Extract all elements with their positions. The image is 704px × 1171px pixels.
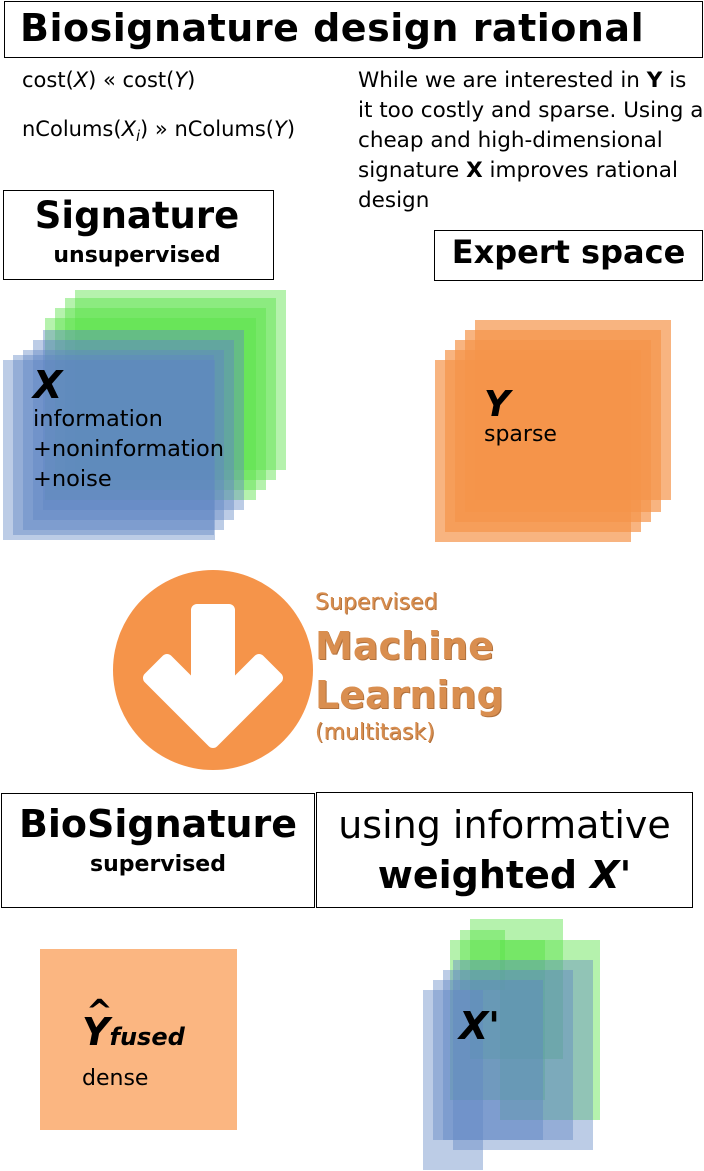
green-square <box>470 919 563 1059</box>
hat-symbol: ^ <box>86 992 113 1030</box>
blue-square <box>43 330 244 510</box>
explanation-part3: improves rational design <box>358 158 678 213</box>
cost-rhs-var: Y <box>174 68 188 92</box>
explanation-text: While we are interested in Y is it too c… <box>358 66 704 216</box>
page-title: Biosignature design rational <box>20 6 645 50</box>
blue-square <box>433 980 543 1140</box>
yhat-square <box>40 949 237 1130</box>
biosignature-box <box>1 793 315 908</box>
ncol-rhs-var: Y <box>274 117 287 141</box>
cost-end: ) <box>187 68 196 92</box>
yhat-description: dense <box>82 1066 149 1091</box>
yhat-fused-label: ^Yfused <box>82 992 185 1054</box>
blue-square <box>453 960 593 1150</box>
expert-space-title: Expert space <box>451 233 686 271</box>
x-desc-line: +noninformation <box>33 436 224 462</box>
blue-square <box>423 990 483 1170</box>
blue-square <box>443 970 573 1140</box>
green-square <box>500 940 600 1120</box>
ncol-end: ) <box>286 117 296 141</box>
ml-supervised-label: Supervised <box>315 590 438 615</box>
green-square <box>45 318 256 500</box>
green-square <box>460 930 505 990</box>
biosignature-subtitle: supervised <box>90 852 226 877</box>
cost-formula: cost(X) « cost(Y) <box>22 68 195 92</box>
explanation-part2: is it too costly and sparse. Using a che… <box>358 68 704 183</box>
green-square <box>75 290 286 470</box>
cost-lhs-var: X <box>73 68 89 92</box>
cost-lhs: cost( <box>22 68 74 92</box>
using-weighted: weighted <box>377 853 591 897</box>
blue-square <box>3 360 215 540</box>
ml-multitask-label: (multitask) <box>315 720 435 745</box>
ml-machine-label: Machine <box>315 624 494 668</box>
signature-subtitle: unsupervised <box>53 243 221 268</box>
using-prime: ' <box>619 853 632 897</box>
explanation-bold-y: Y <box>646 68 663 93</box>
using-x-var: X <box>590 853 620 897</box>
ml-learning-label: Learning <box>315 673 504 717</box>
ncol-var: X <box>121 117 136 141</box>
explanation-bold-x: X <box>466 158 483 183</box>
using-box <box>316 792 693 908</box>
signature-box <box>3 190 274 280</box>
green-square <box>65 298 276 480</box>
expert-space-box <box>434 230 703 281</box>
cost-op: ) « cost( <box>88 68 175 92</box>
ncolumns-formula: nColums(Xi) » nColums(Y) <box>22 117 295 145</box>
using-line2: weighted X' <box>316 853 693 897</box>
blue-square <box>13 355 214 535</box>
yhat-subscript: fused <box>109 1023 185 1051</box>
green-square <box>450 940 545 1100</box>
x-desc-line: +noise <box>33 466 112 492</box>
biosignature-title: BioSignature <box>18 802 298 846</box>
orange-square <box>435 360 631 542</box>
yhat-var: Y <box>82 1010 110 1054</box>
down-arrow-icon <box>113 570 313 770</box>
x-description: information +noninformation +noise <box>33 404 224 494</box>
x-variable-label: X <box>33 363 63 407</box>
x-desc-line: information <box>33 406 163 432</box>
y-description: sparse <box>484 422 557 447</box>
ncol-op: ) » nColums( <box>140 117 274 141</box>
title-box <box>4 1 703 58</box>
using-line1: using informative <box>338 803 671 847</box>
y-variable-label: Y <box>484 384 511 425</box>
blue-square <box>23 350 224 530</box>
blue-square <box>33 340 234 520</box>
green-square <box>55 308 266 490</box>
signature-title: Signature <box>34 194 240 237</box>
explanation-part1: While we are interested in <box>358 68 647 93</box>
xprime-variable-label: X' <box>459 1004 500 1048</box>
ncol-lhs: nColums( <box>22 117 122 141</box>
ncol-sub: i <box>135 128 141 146</box>
